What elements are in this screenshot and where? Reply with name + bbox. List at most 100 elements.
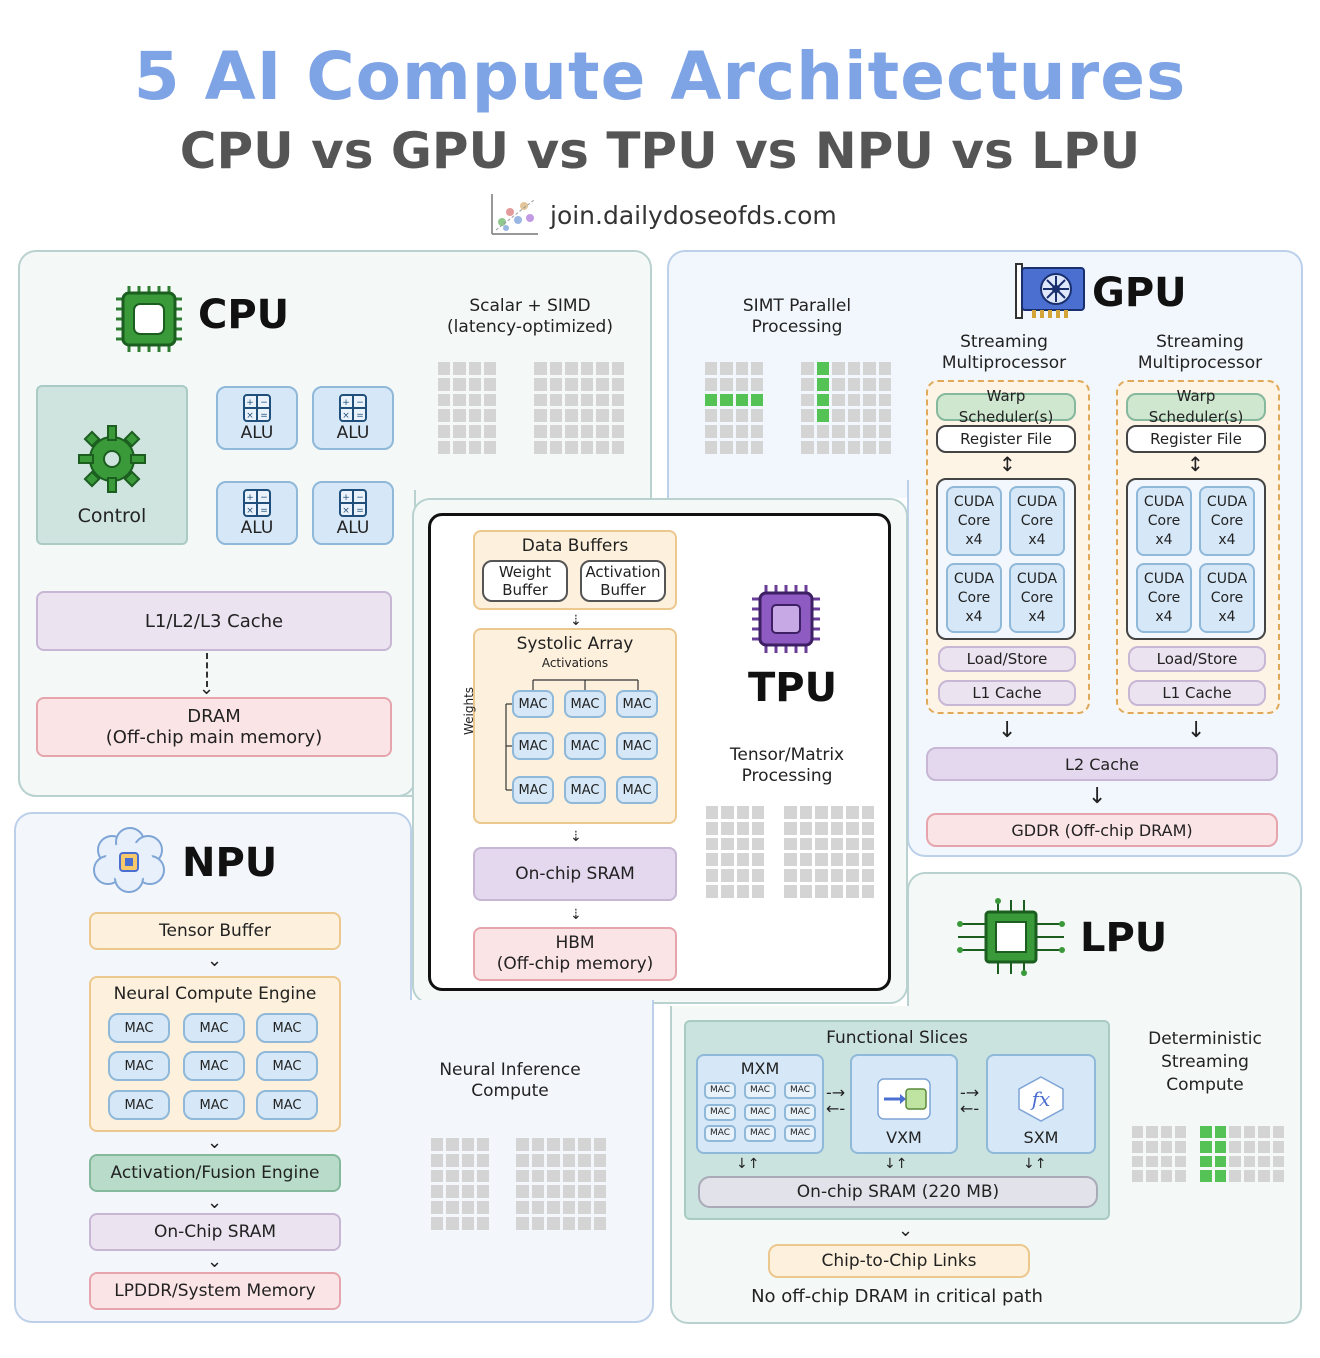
npu-mac: MAC: [183, 1051, 245, 1081]
gpu-sm-label-1: Streaming Multiprocessor: [941, 332, 1067, 373]
gpu-title: GPU: [1092, 270, 1187, 316]
grid-cell: [611, 425, 624, 439]
grid-cell: [721, 885, 734, 898]
grid-cell: [1132, 1126, 1144, 1138]
grid-cell: [721, 853, 734, 867]
grid-cell: [438, 377, 451, 391]
grid-cell: [562, 1153, 575, 1167]
grid-cell: [1132, 1140, 1144, 1153]
grid-cell: [593, 1185, 606, 1199]
grid-cell: [453, 409, 466, 423]
grid-cell: [531, 1138, 544, 1151]
grid-cell: [461, 1169, 474, 1183]
down-arrow-icon: ↓: [1088, 784, 1107, 809]
grid-cell: [516, 1138, 529, 1151]
grid-cell: [706, 869, 719, 883]
npu-nce-label: Neural Compute Engine: [113, 984, 317, 1004]
grid-cell: [784, 806, 797, 819]
cpu-grid-right: [534, 362, 624, 454]
grid-cell: [534, 441, 547, 454]
npu-mac: MAC: [256, 1051, 318, 1081]
grid-cell: [861, 885, 874, 898]
svg-text:−: −: [356, 398, 364, 408]
gpu-cuda-core: CUDA Core x4: [1199, 563, 1255, 633]
grid-cell: [1258, 1126, 1270, 1138]
grid-cell: [453, 425, 466, 439]
grid-cell: [580, 393, 593, 407]
grid-cell: [549, 393, 562, 407]
grid-cell: [531, 1217, 544, 1230]
grid-cell: [832, 362, 845, 375]
grid-cell: [611, 409, 624, 423]
grid-cell: [446, 1169, 459, 1183]
npu-mac: MAC: [256, 1090, 318, 1120]
grid-cell: [736, 869, 749, 883]
grid-cell: [847, 425, 860, 439]
svg-text:×: ×: [246, 411, 254, 421]
grid-cell: [816, 393, 829, 407]
grid-cell: [580, 425, 593, 439]
grid-cell: [1229, 1126, 1241, 1138]
npu-mac: MAC: [183, 1013, 245, 1043]
grid-cell: [483, 362, 496, 375]
lpu-mac: MAC: [784, 1082, 816, 1099]
tpu-mac: MAC: [616, 776, 658, 804]
npu-grid-right: [516, 1138, 606, 1230]
gpu-cuda-core: CUDA Core x4: [1136, 486, 1192, 556]
lpu-vxm: VXM: [850, 1054, 958, 1154]
gpu-cuda-core: CUDA Core x4: [1136, 563, 1192, 633]
grid-cell: [468, 377, 481, 391]
grid-cell: [815, 837, 828, 851]
gpu-l2-cache: L2 Cache: [926, 747, 1278, 781]
grid-cell: [801, 362, 814, 375]
grid-cell: [863, 441, 876, 454]
grid-cell: [534, 362, 547, 375]
grid-cell: [468, 409, 481, 423]
grid-cell: [706, 885, 719, 898]
grid-cell: [461, 1153, 474, 1167]
grid-cell: [751, 806, 764, 819]
grid-cell: [863, 362, 876, 375]
svg-text:−: −: [260, 493, 268, 503]
npu-mac: MAC: [108, 1013, 170, 1043]
grid-cell: [705, 393, 718, 407]
grid-cell: [438, 393, 451, 407]
grid-cell: [784, 869, 797, 883]
grid-cell: [461, 1138, 474, 1151]
grid-cell: [578, 1217, 591, 1230]
grid-cell: [565, 409, 578, 423]
grid-cell: [468, 393, 481, 407]
grid-cell: [461, 1201, 474, 1215]
grid-cell: [863, 409, 876, 423]
npu-sram: On-Chip SRAM: [89, 1213, 341, 1251]
grid-cell: [861, 806, 874, 819]
grid-cell: [578, 1138, 591, 1151]
tpu-mac: MAC: [512, 776, 554, 804]
bidirectional-arrow-icon: -→←-: [960, 1083, 980, 1118]
grid-cell: [547, 1201, 560, 1215]
grid-cell: [816, 377, 829, 391]
svg-text:+: +: [342, 398, 350, 408]
grid-cell: [1174, 1140, 1186, 1153]
grid-cell: [1200, 1155, 1212, 1168]
grid-cell: [461, 1185, 474, 1199]
lpu-vxm-label: VXM: [886, 1128, 922, 1147]
lpu-mac: MAC: [784, 1125, 816, 1142]
lpu-footer: No off-chip DRAM in critical path: [751, 1286, 1043, 1307]
site-link[interactable]: join.dailydoseofds.com: [488, 192, 868, 238]
grid-cell: [784, 885, 797, 898]
calculator-icon: +−×=: [243, 393, 271, 422]
tpu-mac: MAC: [564, 776, 606, 804]
down-arrow-icon: ⌄: [207, 1251, 223, 1272]
grid-cell: [878, 425, 891, 439]
tpu-chip-icon: [752, 585, 820, 653]
grid-cell: [705, 377, 718, 391]
lpu-sxm: fx SXM: [986, 1054, 1096, 1154]
grid-cell: [1214, 1155, 1226, 1168]
grid-cell: [1229, 1170, 1241, 1182]
grid-cell: [706, 837, 719, 851]
lpu-panel: [907, 872, 1302, 1022]
grid-cell: [431, 1201, 444, 1215]
grid-cell: [750, 362, 763, 375]
updown-arrow-icon: ↓↑: [736, 1156, 760, 1172]
